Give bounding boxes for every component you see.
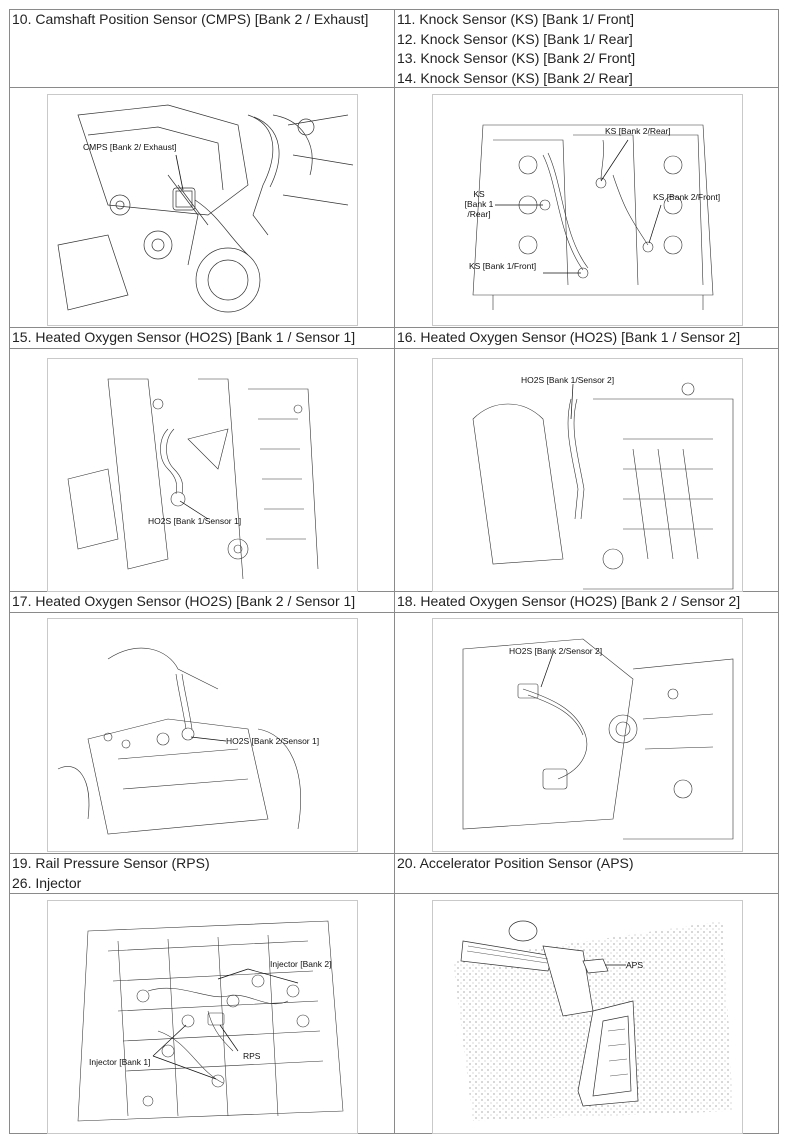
image-cell-aps: APS bbox=[395, 894, 779, 1134]
image-row-2: HO2S [Bank 1/Sensor 1] HO2 bbox=[10, 349, 779, 592]
rps-injector-diagram: Injector [Bank 2] Injector [Bank 1] RPS bbox=[47, 900, 358, 1134]
ho2s-b2s2-label: HO2S [Bank 2/Sensor 2] bbox=[509, 646, 603, 656]
ho2s-b2s1-label: HO2S [Bank 2/Sensor 1] bbox=[226, 736, 320, 746]
image-cell-ho2s-b2s1: HO2S [Bank 2/Sensor 1] bbox=[10, 613, 395, 854]
engine-drawing-rps-injector bbox=[77, 920, 344, 1122]
cmps-label: CMPS [Bank 2/ Exhaust] bbox=[83, 142, 177, 152]
image-cell-cmps: CMPS [Bank 2/ Exhaust] bbox=[10, 88, 395, 328]
ks-bank1-front-label: KS [Bank 1/Front] bbox=[469, 261, 537, 271]
cmps-diagram: CMPS [Bank 2/ Exhaust] bbox=[47, 94, 358, 326]
header-line: 10. Camshaft Position Sensor (CMPS) [Ban… bbox=[12, 11, 369, 27]
ks-bank1-rear-label: KS [Bank 1 /Rear] bbox=[464, 189, 494, 219]
injector-bank2-label: Injector [Bank 2] bbox=[270, 959, 332, 969]
image-cell-rps-injector: Injector [Bank 2] Injector [Bank 1] RPS bbox=[10, 894, 395, 1134]
header-line: 15. Heated Oxygen Sensor (HO2S) [Bank 1 … bbox=[12, 329, 356, 345]
header-cell-rps-injector: 19. Rail Pressure Sensor (RPS) 26. Injec… bbox=[10, 854, 395, 894]
engine-drawing-cmps bbox=[57, 104, 354, 313]
header-cell-aps: 20. Accelerator Position Sensor (APS) bbox=[395, 854, 779, 894]
image-row-4: Injector [Bank 2] Injector [Bank 1] RPS bbox=[10, 894, 779, 1134]
header-line: 19. Rail Pressure Sensor (RPS) bbox=[12, 855, 210, 871]
ks-diagram: KS [Bank 2/Rear] KS [Bank 2/Front] KS [B… bbox=[432, 94, 743, 326]
engine-drawing-ho2s-b2s1 bbox=[57, 647, 301, 835]
header-line: 16. Heated Oxygen Sensor (HO2S) [Bank 1 … bbox=[397, 329, 741, 345]
header-row-1: 10. Camshaft Position Sensor (CMPS) [Ban… bbox=[10, 10, 779, 88]
ho2s-b1s2-diagram: HO2S [Bank 1/Sensor 2] bbox=[432, 358, 743, 592]
image-row-3: HO2S [Bank 2/Sensor 1] bbox=[10, 613, 779, 854]
image-cell-ho2s-b2s2: HO2S [Bank 2/Sensor 2] bbox=[395, 613, 779, 854]
header-line: 17. Heated Oxygen Sensor (HO2S) [Bank 2 … bbox=[12, 593, 356, 609]
header-cell-ks: 11. Knock Sensor (KS) [Bank 1/ Front] 12… bbox=[395, 10, 779, 88]
header-row-4: 19. Rail Pressure Sensor (RPS) 26. Injec… bbox=[10, 854, 779, 894]
ho2s-b2s1-diagram: HO2S [Bank 2/Sensor 1] bbox=[47, 618, 358, 852]
pedal-drawing-aps bbox=[453, 920, 733, 1121]
header-line: 11. Knock Sensor (KS) [Bank 1/ Front] bbox=[397, 11, 635, 27]
header-cell-ho2s-b2s1: 17. Heated Oxygen Sensor (HO2S) [Bank 2 … bbox=[10, 592, 395, 613]
aps-diagram: APS bbox=[432, 900, 743, 1134]
header-cell-ho2s-b2s2: 18. Heated Oxygen Sensor (HO2S) [Bank 2 … bbox=[395, 592, 779, 613]
ho2s-b2s2-diagram: HO2S [Bank 2/Sensor 2] bbox=[432, 618, 743, 852]
image-cell-ks: KS [Bank 2/Rear] KS [Bank 2/Front] KS [B… bbox=[395, 88, 779, 328]
header-line: 13. Knock Sensor (KS) [Bank 2/ Front] bbox=[397, 50, 636, 66]
aps-label: APS bbox=[626, 960, 644, 970]
header-line: 12. Knock Sensor (KS) [Bank 1/ Rear] bbox=[397, 30, 633, 47]
image-cell-ho2s-b1s1: HO2S [Bank 1/Sensor 1] bbox=[10, 349, 395, 592]
engine-drawing-ho2s-b1s2 bbox=[472, 382, 734, 590]
engine-drawing-ho2s-b1s1 bbox=[67, 378, 319, 580]
ks-bank2-rear-label: KS [Bank 2/Rear] bbox=[605, 126, 671, 136]
rps-label: RPS bbox=[243, 1051, 261, 1061]
header-cell-cmps: 10. Camshaft Position Sensor (CMPS) [Ban… bbox=[10, 10, 395, 88]
injector-bank1-label: Injector [Bank 1] bbox=[89, 1057, 151, 1067]
header-cell-ho2s-b1s1: 15. Heated Oxygen Sensor (HO2S) [Bank 1 … bbox=[10, 328, 395, 349]
image-row-1: CMPS [Bank 2/ Exhaust] bbox=[10, 88, 779, 328]
header-line: 26. Injector bbox=[12, 874, 82, 891]
engine-drawing-ks bbox=[472, 124, 714, 310]
header-row-2: 15. Heated Oxygen Sensor (HO2S) [Bank 1 … bbox=[10, 328, 779, 349]
ho2s-b1s2-label: HO2S [Bank 1/Sensor 2] bbox=[521, 375, 615, 385]
ho2s-b1s1-diagram: HO2S [Bank 1/Sensor 1] bbox=[47, 358, 358, 592]
header-cell-ho2s-b1s2: 16. Heated Oxygen Sensor (HO2S) [Bank 1 … bbox=[395, 328, 779, 349]
engine-drawing-ho2s-b2s2 bbox=[462, 638, 734, 840]
ks-bank2-front-label: KS [Bank 2/Front] bbox=[653, 192, 721, 202]
image-cell-ho2s-b1s2: HO2S [Bank 1/Sensor 2] bbox=[395, 349, 779, 592]
ho2s-b1s1-label: HO2S [Bank 1/Sensor 1] bbox=[148, 516, 242, 526]
header-line: 18. Heated Oxygen Sensor (HO2S) [Bank 2 … bbox=[397, 593, 741, 609]
sensor-location-table: 10. Camshaft Position Sensor (CMPS) [Ban… bbox=[9, 9, 779, 1134]
header-line: 14. Knock Sensor (KS) [Bank 2/ Rear] bbox=[397, 69, 633, 86]
header-line: 20. Accelerator Position Sensor (APS) bbox=[397, 855, 634, 871]
header-row-3: 17. Heated Oxygen Sensor (HO2S) [Bank 2 … bbox=[10, 592, 779, 613]
